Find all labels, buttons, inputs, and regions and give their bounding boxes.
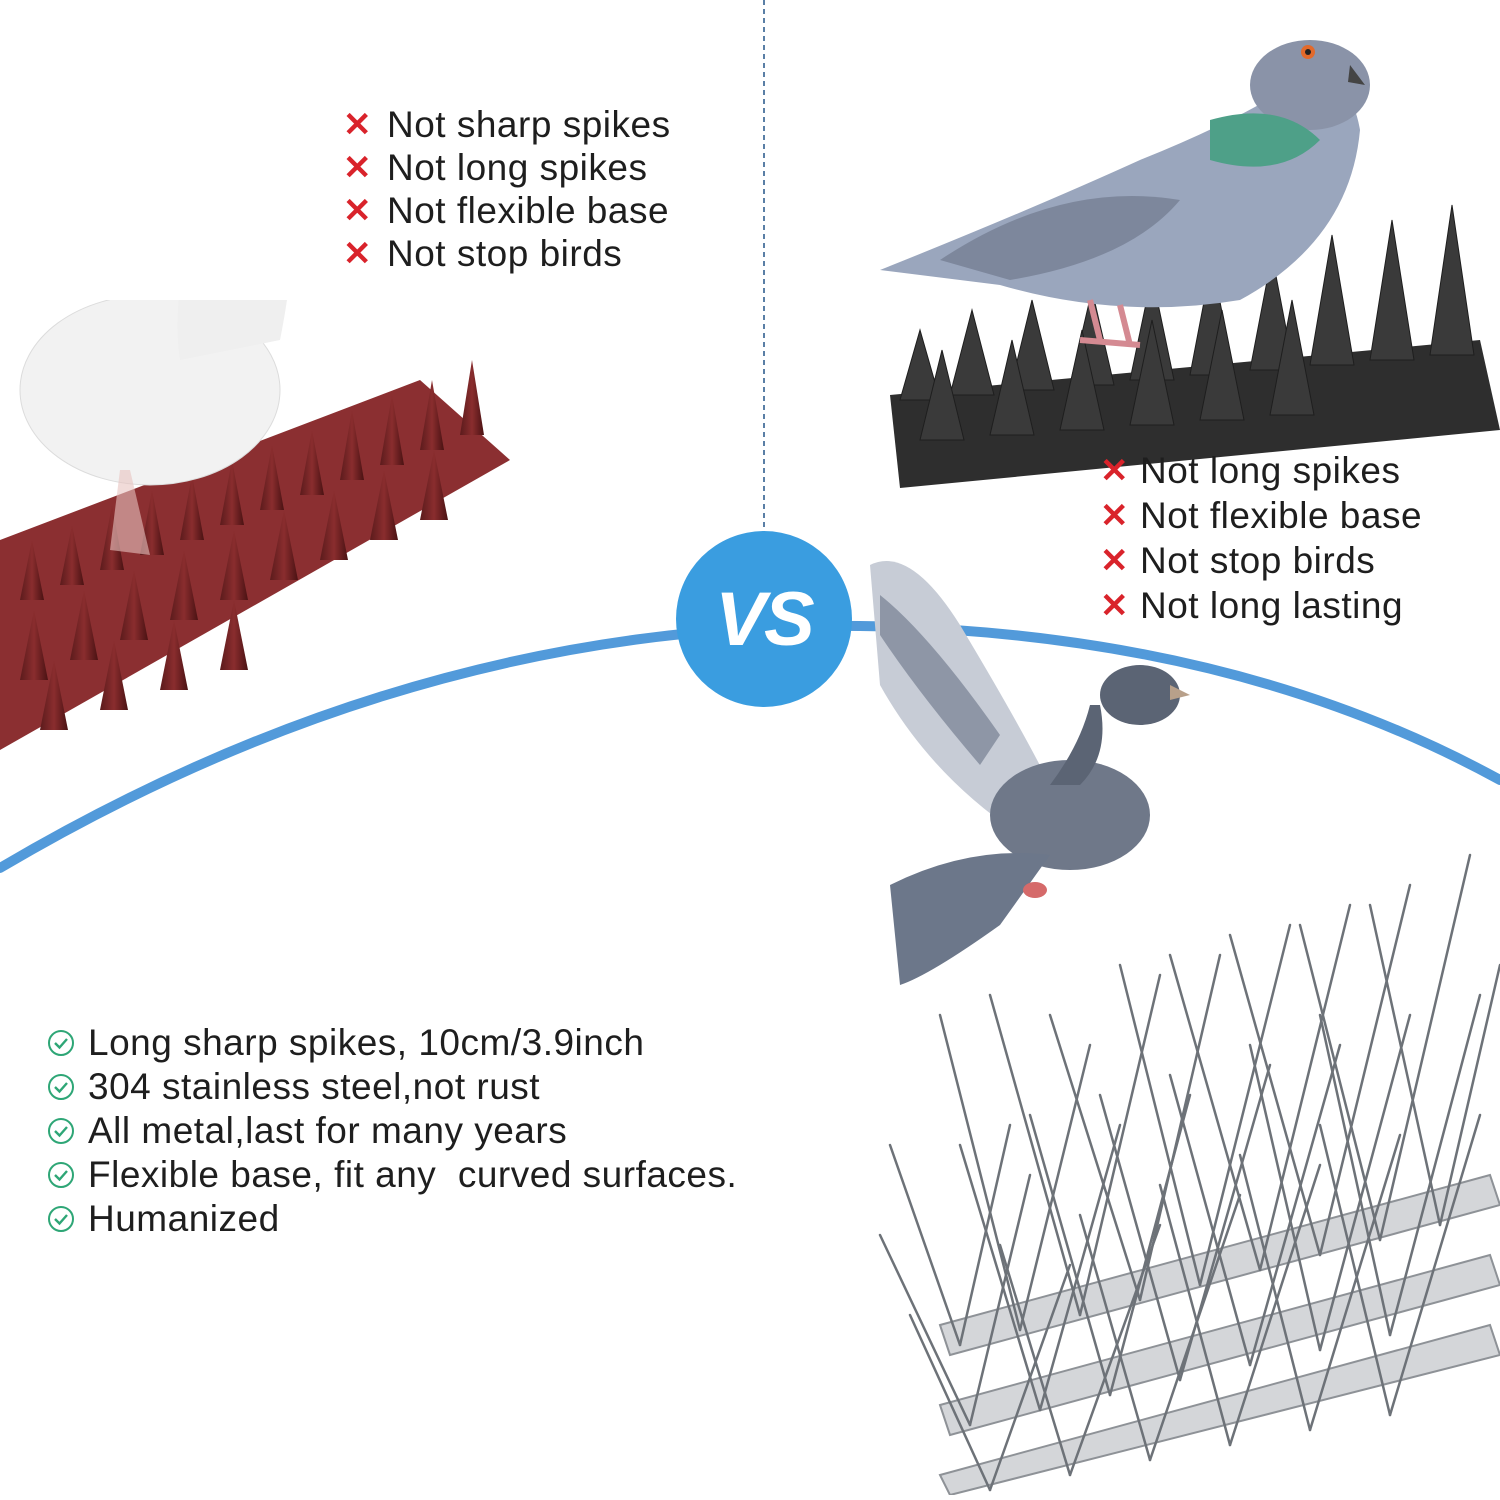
vs-badge: VS (676, 531, 852, 707)
list-item: ✕Not stop birds (343, 232, 623, 274)
list-item: ✕Not stop birds (1100, 539, 1376, 581)
list-item: All metal,last for many years (46, 1109, 737, 1153)
list-item: ✕Not flexible base (1100, 494, 1423, 536)
check-circle-icon (48, 1074, 74, 1100)
list-item: ✕Not long spikes (343, 146, 648, 188)
red-spikes-cons-list: ✕Not sharp spikes ✕Not long spikes ✕Not … (343, 103, 671, 275)
list-item: ✕Not sharp spikes (343, 103, 671, 145)
list-item: ✕Not long lasting (1100, 584, 1404, 626)
steel-spikes-photo (878, 853, 1500, 1495)
check-circle-icon (48, 1030, 74, 1056)
list-item: ✕Not flexible base (343, 189, 670, 231)
list-item: ✕Not long spikes (1100, 449, 1401, 491)
cross-icon: ✕ (1100, 451, 1129, 490)
steel-spikes-pros-list: Long sharp spikes, 10cm/3.9inch 304 stai… (46, 1021, 737, 1241)
list-item: Long sharp spikes, 10cm/3.9inch (46, 1021, 737, 1065)
cross-icon: ✕ (1100, 586, 1129, 625)
red-plastic-spikes-photo (0, 300, 510, 750)
list-item: Humanized (46, 1197, 737, 1241)
cross-icon: ✕ (1100, 541, 1129, 580)
list-item: Flexible base, fit any curved surfaces. (46, 1153, 737, 1197)
cross-icon: ✕ (343, 105, 372, 144)
flying-pigeon-photo (870, 561, 1190, 985)
cross-icon: ✕ (1100, 496, 1129, 535)
check-circle-icon (48, 1118, 74, 1144)
cross-icon: ✕ (343, 148, 372, 187)
check-circle-icon (48, 1162, 74, 1188)
white-pigeon (19, 300, 287, 555)
list-item: 304 stainless steel,not rust (46, 1065, 737, 1109)
grey-pigeon (880, 40, 1370, 348)
cross-icon: ✕ (343, 191, 372, 230)
black-plastic-spikes-photo (880, 40, 1500, 488)
check-circle-icon (48, 1206, 74, 1232)
black-spikes-cons-list: ✕Not long spikes ✕Not flexible base ✕Not… (1100, 448, 1422, 628)
cross-icon: ✕ (343, 234, 372, 273)
